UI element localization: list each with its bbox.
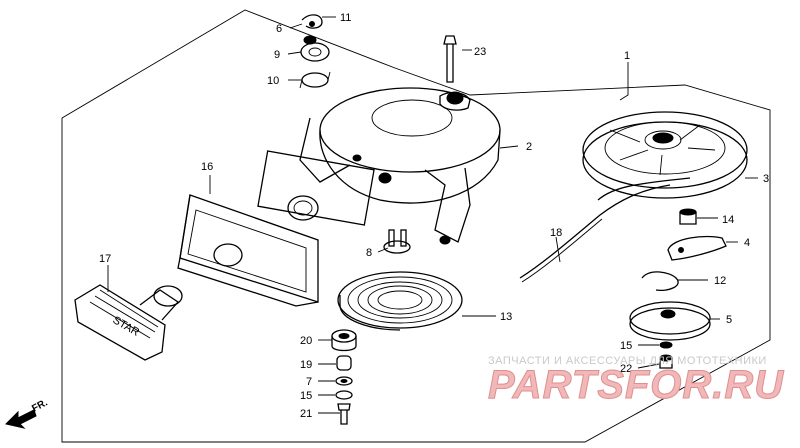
label-3: 3	[763, 173, 769, 185]
label-2: 2	[526, 141, 532, 153]
label-14: 14	[722, 214, 734, 226]
guide-plate-5	[629, 301, 711, 341]
watermark-logo: PARTSFOR.RU	[488, 363, 784, 407]
watermark-tagline: ЗАПЧАСТИ И АКСЕССУАРЫ ДЛЯ МОТОТЕХНИКИ	[488, 355, 767, 367]
leader-lines	[107, 16, 758, 414]
label-18: 18	[550, 227, 562, 239]
label-6: 6	[276, 23, 282, 35]
label-1: 1	[624, 50, 630, 62]
starter-reel	[582, 111, 748, 201]
front-label: FR.	[30, 397, 50, 414]
label-4: 4	[744, 237, 750, 249]
label-22: 22	[620, 363, 632, 375]
recoil-spring	[337, 271, 463, 331]
bolt-22	[659, 354, 673, 369]
stud-8	[383, 229, 411, 254]
label-5: 5	[726, 314, 732, 326]
label-20: 20	[300, 335, 312, 347]
label-19: 19	[300, 359, 312, 371]
label-8: 8	[366, 247, 372, 259]
label-21: 21	[300, 408, 312, 420]
label-10: 10	[267, 75, 279, 87]
front-direction-indicator: FR.	[5, 397, 50, 429]
return-spring-10	[299, 71, 331, 89]
label-23: 23	[474, 46, 486, 58]
label-11: 11	[340, 12, 351, 24]
collar-14	[679, 208, 697, 225]
assembly-outline	[61, 9, 771, 443]
starter-rope	[519, 184, 671, 279]
handle-imprint: STAR	[111, 314, 142, 339]
label-17: 17	[99, 253, 111, 265]
part-labels: 11 6 9 10 23 1 2 3 16 17 18 8 14 4 12 5 …	[99, 12, 769, 420]
watermark: ЗАПЧАСТИ И АКСЕССУАРЫ ДЛЯ МОТОТЕХНИКИ PA…	[488, 355, 784, 408]
bolt-23	[443, 35, 457, 83]
washer-15-right	[659, 341, 673, 349]
ratchet-spring-12	[641, 271, 679, 292]
label-16: 16	[201, 161, 213, 173]
spring-clip-11	[301, 14, 323, 29]
ratchet-4	[667, 235, 727, 261]
starter-handle: STAR	[74, 284, 183, 361]
air-cleaner-cover	[177, 194, 319, 307]
label-7: 7	[306, 376, 312, 388]
front-arrow-icon	[5, 409, 37, 429]
friction-plate-9	[300, 35, 330, 62]
label-12: 12	[714, 275, 726, 287]
label-15-right: 15	[620, 340, 632, 352]
part-stack-lower	[331, 329, 357, 425]
label-15-left: 15	[300, 390, 312, 402]
starter-housing	[257, 87, 501, 245]
label-9: 9	[274, 49, 280, 61]
label-13: 13	[500, 311, 512, 323]
